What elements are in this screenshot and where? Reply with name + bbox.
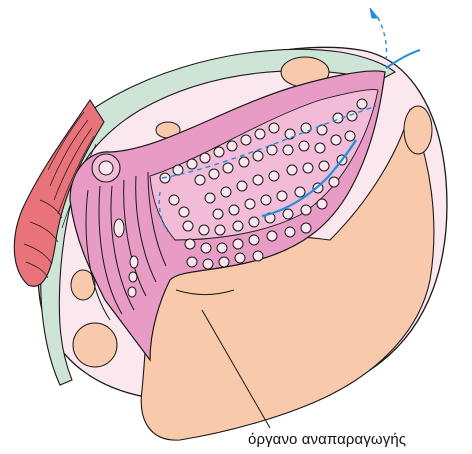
intestine-ring-inner [99, 161, 113, 175]
peach-blob-right [404, 106, 432, 154]
flow-line-exit [386, 50, 420, 68]
peach-blob-bottom-left [73, 323, 117, 367]
flow-line-exit-dashed [376, 14, 387, 60]
intestine-oval [114, 219, 124, 237]
small-oval-2 [129, 272, 137, 282]
organ-label: όργανο αναπαραγωγής [248, 431, 406, 448]
small-oval-3 [128, 287, 136, 297]
flow-arrow-icon [370, 8, 378, 18]
small-oval-1 [130, 256, 138, 268]
